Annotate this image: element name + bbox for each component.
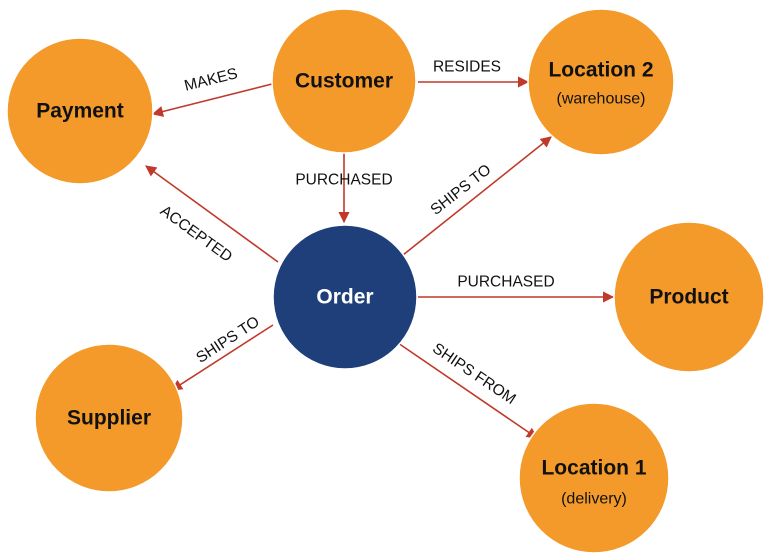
edge-ships-to-supplier-line <box>171 324 274 391</box>
node-location-1-sublabel: (delivery) <box>561 491 627 508</box>
edge-makes-label: MAKES <box>183 65 240 95</box>
edge-accepted-line <box>145 165 279 263</box>
edge-ships-from-line <box>397 342 538 439</box>
edge-accepted-label: ACCEPTED <box>157 202 235 265</box>
node-payment[interactable]: Payment <box>6 37 154 185</box>
node-supplier[interactable]: Supplier <box>34 343 184 493</box>
node-location-2-circle <box>527 8 675 156</box>
edge-purchased-product-label: PURCHASED <box>457 274 554 291</box>
node-location-1[interactable]: Location 1 (delivery) <box>518 402 670 554</box>
node-order-label: Order <box>316 286 373 309</box>
node-location-2-sublabel: (warehouse) <box>557 91 646 108</box>
node-payment-label: Payment <box>36 100 124 123</box>
node-location-1-label: Location 1 <box>541 457 646 480</box>
edge-ships-to-location-line <box>402 136 552 256</box>
node-customer-label: Customer <box>295 70 393 93</box>
node-order[interactable]: Order <box>272 224 418 370</box>
edge-purchased-customer-label: PURCHASED <box>295 172 392 189</box>
node-payment-circle <box>6 37 154 185</box>
node-location-2-label: Location 2 <box>548 59 653 82</box>
node-location-1-circle <box>518 402 670 554</box>
edge-ships-to-supplier-label: SHIPS TO <box>193 313 262 366</box>
edges <box>145 76 615 439</box>
node-customer[interactable]: Customer <box>271 8 417 154</box>
node-product[interactable]: Product <box>613 221 765 373</box>
node-order-circle <box>272 224 418 370</box>
node-product-label: Product <box>649 286 728 309</box>
edge-resides-label: RESIDES <box>433 59 501 76</box>
node-supplier-label: Supplier <box>67 407 151 430</box>
edge-makes-line <box>151 83 273 117</box>
node-customer-circle <box>271 8 417 154</box>
node-product-circle <box>613 221 765 373</box>
node-location-2[interactable]: Location 2 (warehouse) <box>527 8 675 156</box>
node-supplier-circle <box>34 343 184 493</box>
